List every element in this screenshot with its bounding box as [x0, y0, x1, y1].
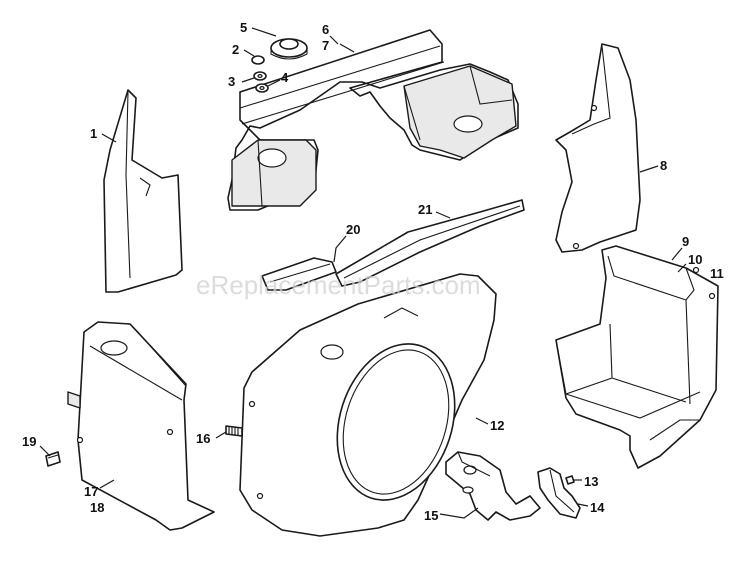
callout-16: 16 — [196, 431, 210, 446]
callout-17: 17 — [84, 484, 98, 499]
callout-1: 1 — [90, 126, 97, 141]
part-baffle-strip-long — [335, 199, 525, 287]
callout-12: 12 — [490, 418, 504, 433]
watermark-text: eReplacementParts.com — [196, 270, 481, 300]
part-blower-housing-top — [227, 29, 519, 211]
part-shroud-box — [555, 245, 719, 469]
part-nut — [251, 55, 265, 65]
part-right-side-baffle — [555, 43, 641, 253]
part-bracket — [445, 451, 541, 521]
callout-10: 10 — [688, 252, 702, 267]
callout-13: 13 — [584, 474, 598, 489]
part-left-side-baffle — [103, 89, 183, 293]
callout-19: 19 — [22, 434, 36, 449]
callout-5: 5 — [240, 20, 247, 35]
callout-15: 15 — [424, 508, 438, 523]
callout-21: 21 — [418, 202, 432, 217]
callout-2: 2 — [232, 42, 239, 57]
part-small-bracket — [537, 467, 581, 519]
callout-20: 20 — [346, 222, 360, 237]
part-screw — [225, 425, 243, 437]
part-flat-washer — [255, 83, 269, 93]
callout-9: 9 — [682, 234, 689, 249]
callout-4: 4 — [281, 70, 289, 85]
part-grommet — [270, 38, 308, 60]
callout-14: 14 — [590, 500, 605, 515]
callout-8: 8 — [660, 158, 667, 173]
leader-lines — [39, 27, 687, 519]
callout-18: 18 — [90, 500, 104, 515]
part-lower-left-panel — [67, 321, 215, 531]
callout-11: 11 — [710, 266, 724, 281]
part-small-screw — [565, 475, 575, 485]
callout-3: 3 — [228, 74, 235, 89]
callouts: 1 2 3 4 5 6 7 8 9 10 11 12 13 14 15 16 1… — [22, 20, 724, 523]
part-lock-washer — [253, 71, 267, 81]
part-baffle-strip — [261, 257, 337, 291]
callout-6: 6 — [322, 22, 329, 37]
part-blower-housing-front — [239, 273, 497, 537]
callout-7: 7 — [322, 38, 329, 53]
